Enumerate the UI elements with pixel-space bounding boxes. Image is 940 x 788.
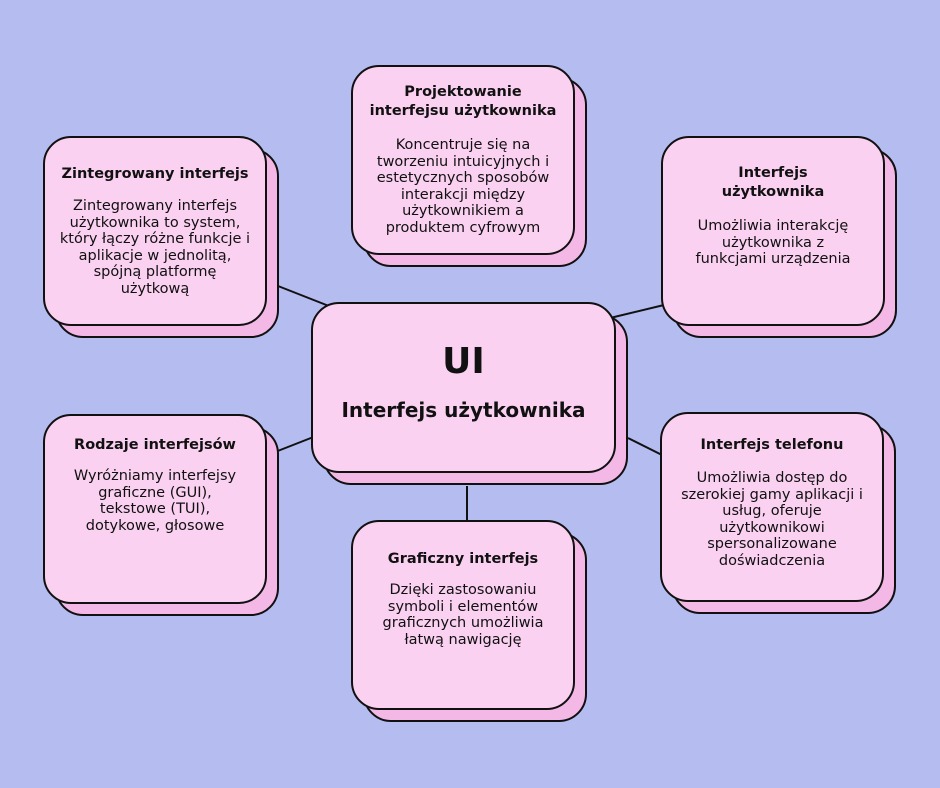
connector-telefon [627, 437, 663, 456]
card: Interfejs telefonu Umożliwia dostęp do s… [660, 412, 884, 602]
node-description: Dzięki zastosowaniu symboli i elementów … [382, 582, 544, 648]
card: UI Interfejs użytkownika [311, 302, 616, 473]
node-title: Zintegrowany interfejs [61, 166, 249, 182]
node-title: Graficzny interfejs [387, 551, 539, 567]
node-telefon: Interfejs telefonu Umożliwia dostęp do s… [660, 412, 897, 615]
card: Graficzny interfejs Dzięki zastosowaniu … [351, 520, 575, 710]
node-rodzaje: Rodzaje interfejsów Wyróżniamy interfejs… [43, 414, 280, 617]
node-description: Wyróżniamy interfejsy graficzne (GUI), t… [73, 468, 237, 534]
node-description: Zintegrowany interfejs użytkownika to sy… [59, 198, 251, 297]
card: Zintegrowany interfejs Zintegrowany inte… [43, 136, 267, 326]
node-description: Umożliwia interakcję użytkownika z funkc… [695, 218, 851, 267]
central-node: UI Interfejs użytkownika [311, 302, 629, 486]
node-description: Umożliwia dostęp do szerokiej gamy aplik… [681, 470, 863, 569]
node-interfejs-uzytkownika: Interfejs użytkownika Umożliwia interakc… [661, 136, 898, 339]
card: Projektowanie interfejsu użytkownika Kon… [351, 65, 575, 255]
node-graficzny: Graficzny interfejs Dzięki zastosowaniu … [351, 520, 588, 723]
connector-zintegrowany [277, 285, 335, 309]
node-projektowanie: Projektowanie interfejsu użytkownika Kon… [351, 65, 588, 268]
node-title: Interfejs użytkownika [721, 165, 825, 200]
central-subtitle: Interfejs użytkownika [341, 398, 586, 422]
central-title: UI [442, 341, 485, 382]
node-title: Projektowanie interfejsu użytkownika [369, 84, 557, 119]
node-zintegrowany: Zintegrowany interfejs Zintegrowany inte… [43, 136, 280, 339]
connector-interfejs-uzytkownika [609, 304, 665, 319]
card: Interfejs użytkownika Umożliwia interakc… [661, 136, 885, 326]
card: Rodzaje interfejsów Wyróżniamy interfejs… [43, 414, 267, 604]
node-title: Interfejs telefonu [700, 437, 844, 453]
node-title: Rodzaje interfejsów [74, 437, 236, 453]
node-description: Koncentruje się na tworzeniu intuicyjnyc… [376, 137, 550, 236]
